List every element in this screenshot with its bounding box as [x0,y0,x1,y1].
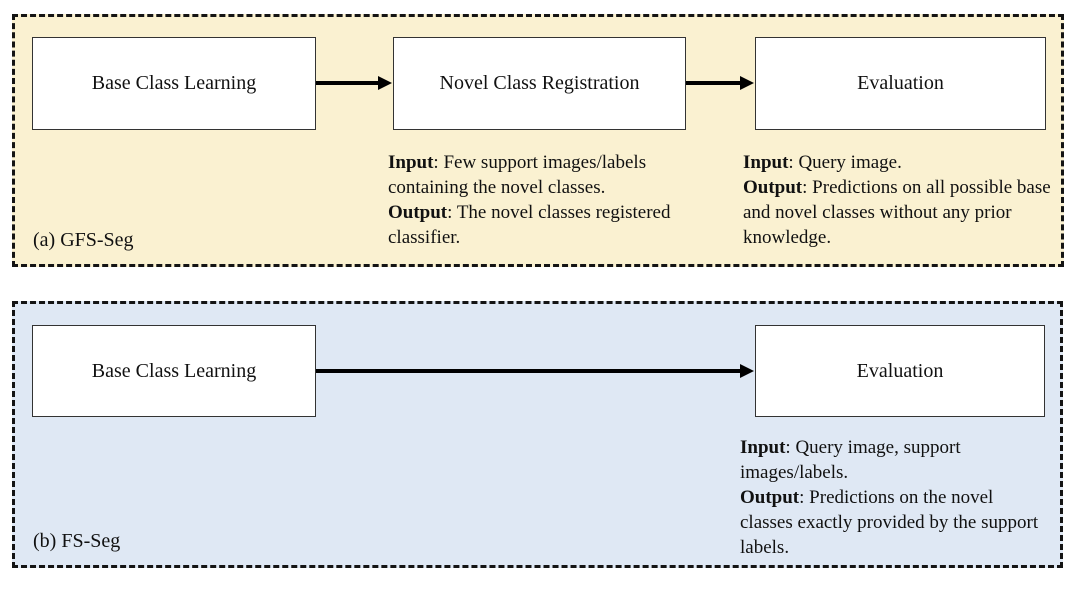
node-label: Novel Class Registration [439,72,640,94]
arrow-base-to-registration [316,81,379,85]
arrow-registration-to-evaluation [686,81,741,85]
input-label: Input [743,152,789,173]
input-text: : Query image. [788,152,902,173]
output-label: Output [740,487,800,508]
note-input-line: Input: Few support images/labels contain… [388,150,690,200]
note-output-line: Output: Predictions on the novel classes… [740,485,1042,560]
output-text: : The novel classes registered classifie… [388,202,671,248]
output-text: : Predictions on the novel classes exact… [740,487,1039,558]
note-input-line: Input: Query image. [743,150,1055,175]
panel-b-caption: (b) FS-Seg [33,530,121,552]
input-text: : Few support images/labels containing t… [388,152,647,198]
node-base-class-learning-a: Base Class Learning [32,37,316,130]
node-label: Base Class Learning [91,359,257,382]
input-label: Input [388,152,434,173]
output-label: Output [743,177,803,198]
node-evaluation-a: Evaluation [755,37,1046,130]
note-evaluation-a: Input: Query image. Output: Predictions … [743,150,1055,250]
node-label: Evaluation [856,359,944,382]
node-evaluation-b: Evaluation [755,325,1045,417]
note-evaluation-b: Input: Query image, support images/label… [740,435,1042,560]
output-label: Output [388,202,448,223]
note-input-line: Input: Query image, support images/label… [740,435,1042,485]
note-output-line: Output: The novel classes registered cla… [388,200,690,250]
arrow-base-to-evaluation [316,369,741,373]
note-output-line: Output: Predictions on all possible base… [743,175,1055,250]
note-registration: Input: Few support images/labels contain… [388,150,690,250]
input-text: : Query image, support images/labels. [740,437,961,483]
node-novel-class-registration: Novel Class Registration [393,37,686,130]
panel-gfs-seg: Base Class Learning Novel Class Registra… [12,14,1064,267]
panel-fs-seg: Base Class Learning Evaluation Input: Qu… [12,301,1063,568]
input-label: Input [740,437,786,458]
node-label: Evaluation [857,72,944,94]
panel-a-caption: (a) GFS-Seg [33,229,134,251]
node-label: Base Class Learning [91,72,257,94]
node-base-class-learning-b: Base Class Learning [32,325,316,417]
output-text: : Predictions on all possible base and n… [743,177,1051,248]
